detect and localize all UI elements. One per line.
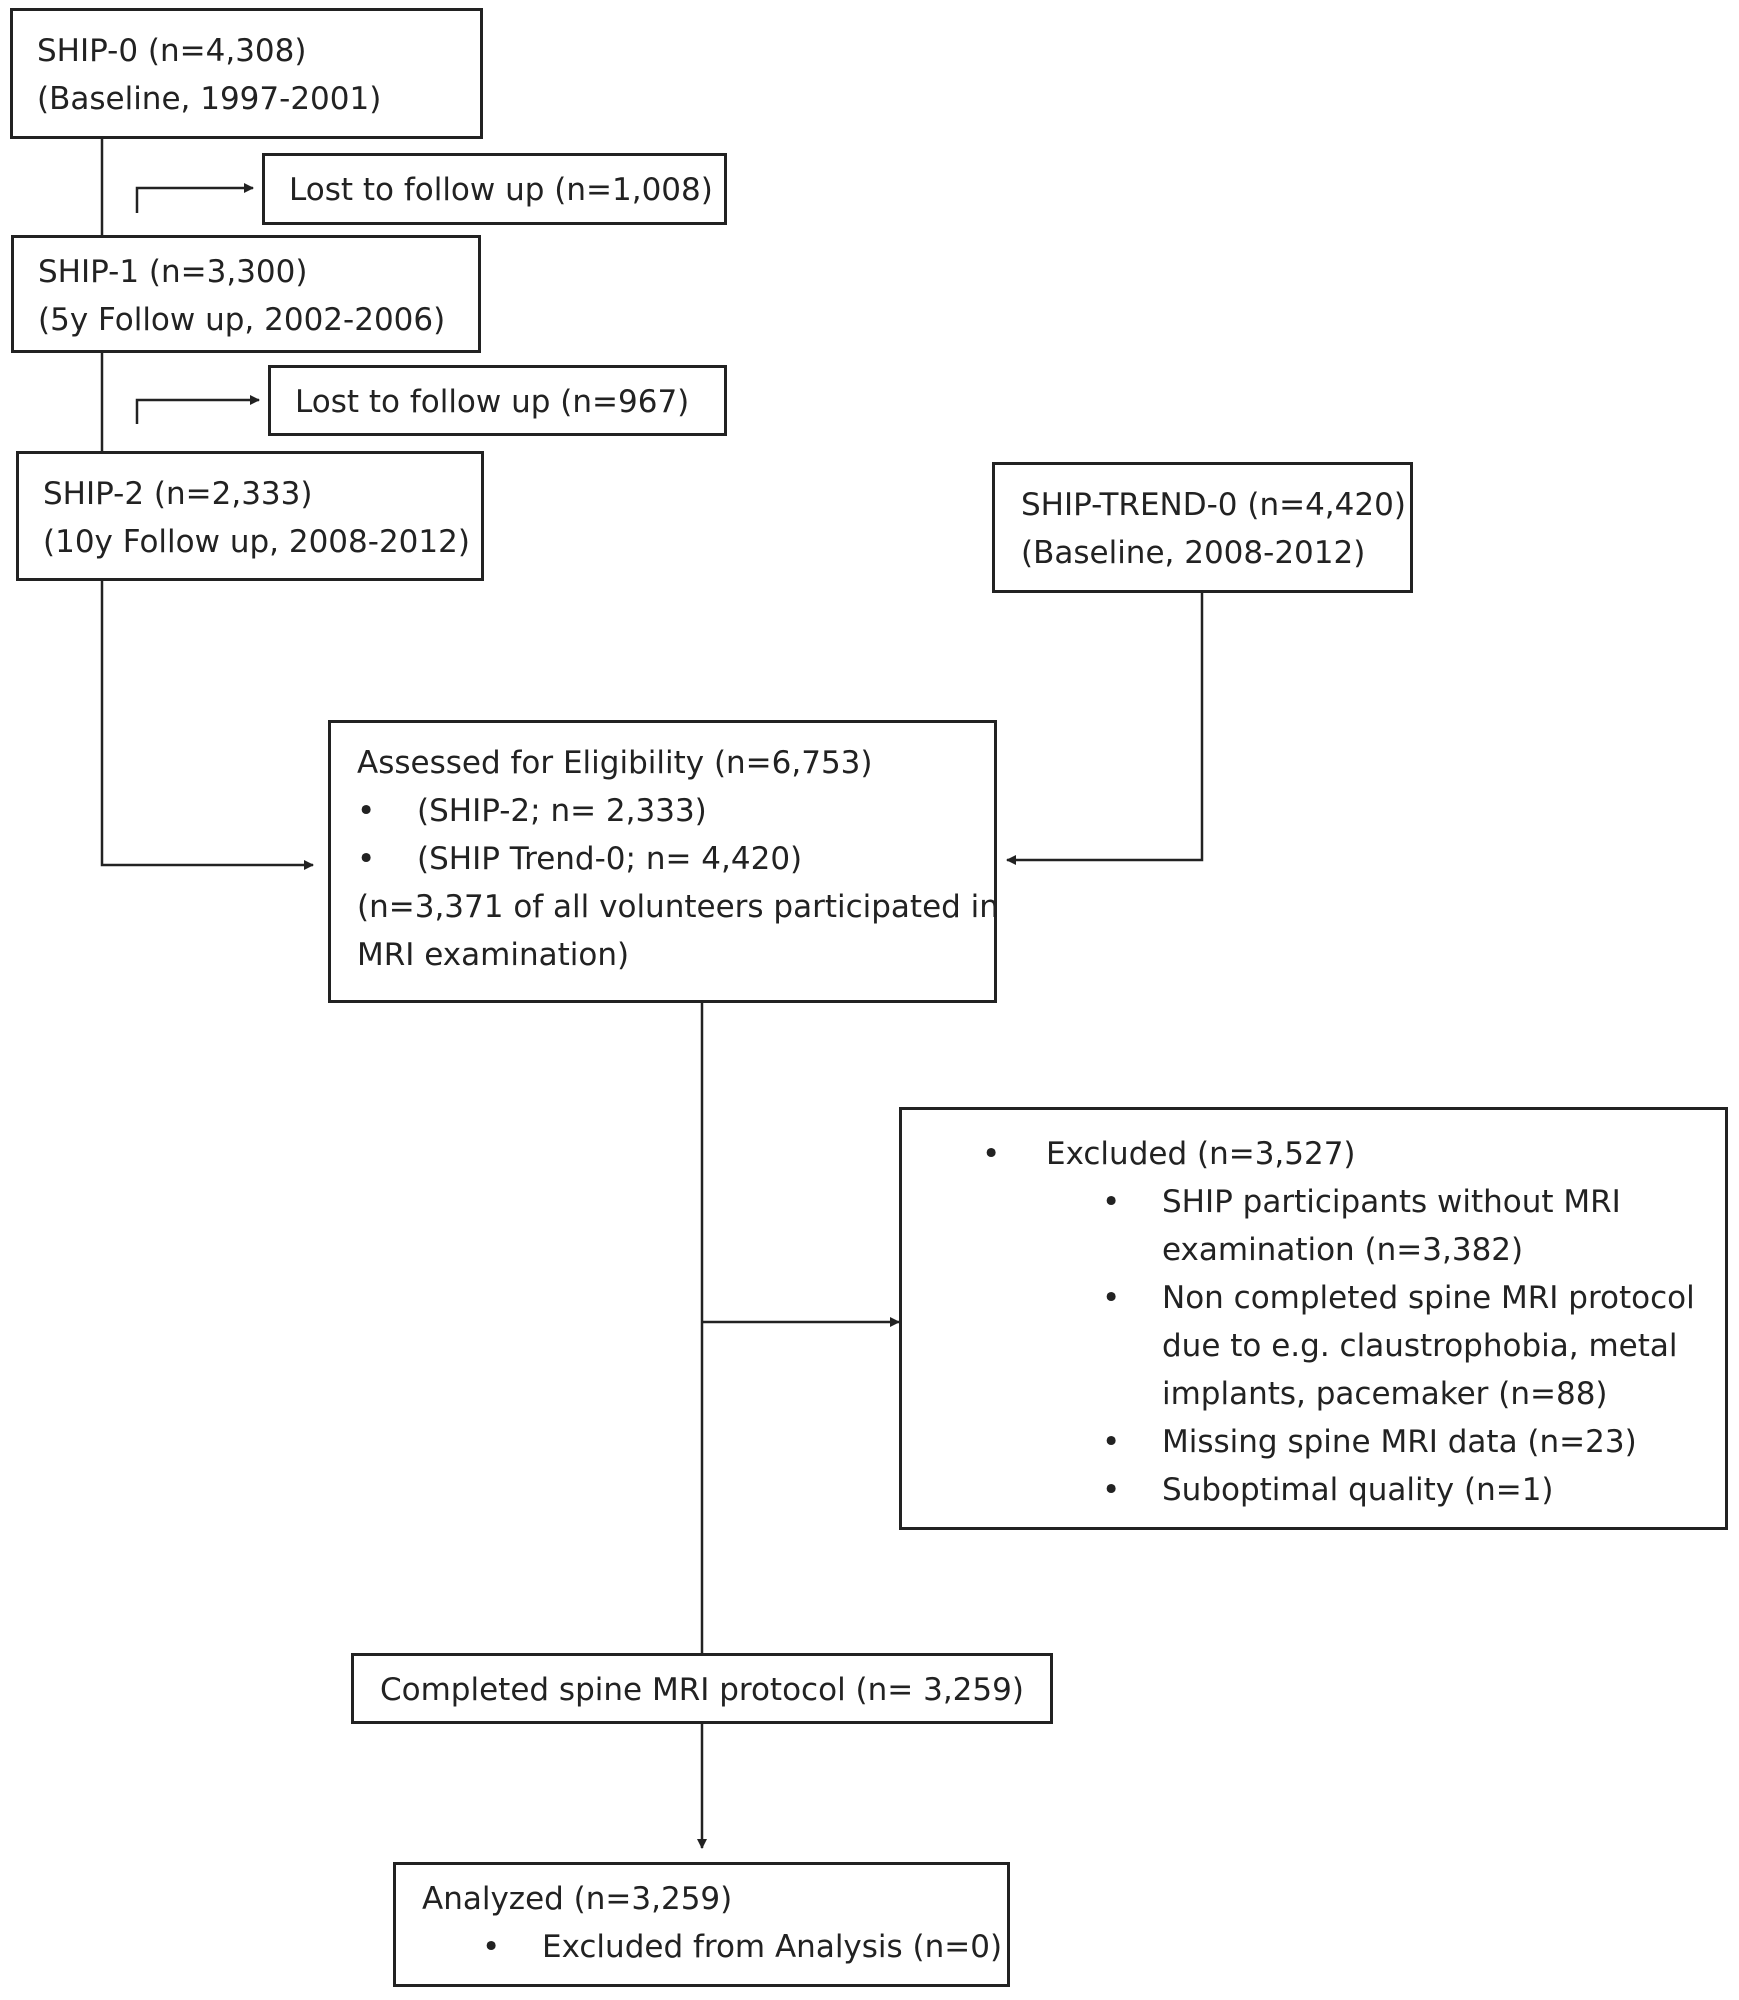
arrow-trend-to-eligibility	[1006, 593, 1204, 865]
eligibility-note-line2: MRI examination)	[357, 937, 630, 973]
ship2-subtitle: (10y Follow up, 2008-2012)	[43, 524, 470, 560]
bullet-icon: •	[982, 1136, 1001, 1172]
excluded-reasons-list: • SHIP participants without MRI examinat…	[982, 1178, 1725, 1514]
excluded-box: • Excluded (n=3,527) • SHIP participants…	[899, 1107, 1728, 1530]
arrow-to-lost1	[135, 183, 254, 213]
arrow-ship2-to-eligibility	[100, 581, 314, 870]
bullet-icon: •	[482, 1929, 501, 1965]
excluded-title-row: • Excluded (n=3,527)	[982, 1130, 1725, 1178]
analyzed-bullet-label: Excluded from Analysis (n=0)	[542, 1929, 1003, 1965]
lost-followup-1-label: Lost to follow up (n=1,008)	[289, 172, 713, 208]
arrow-to-lost2	[135, 395, 260, 424]
eligibility-bullet-ship2-label: (SHIP-2; n= 2,333)	[417, 793, 707, 829]
ship0-subtitle: (Baseline, 1997-2001)	[37, 81, 382, 117]
lost-followup-2-label: Lost to follow up (n=967)	[295, 384, 690, 420]
eligibility-title: Assessed for Eligibility (n=6,753)	[357, 745, 873, 781]
bullet-icon: •	[1102, 1184, 1121, 1220]
excluded-reason-no-mri-line1: SHIP participants without MRI	[1162, 1184, 1621, 1220]
ship-trend-box: SHIP-TREND-0 (n=4,420) (Baseline, 2008-2…	[992, 462, 1413, 593]
eligibility-box: Assessed for Eligibility (n=6,753) • (SH…	[328, 720, 999, 1003]
bullet-icon: •	[1102, 1280, 1121, 1316]
ship1-subtitle: (5y Follow up, 2002-2006)	[38, 302, 446, 338]
bullet-icon: •	[1102, 1424, 1121, 1460]
ship2-box: SHIP-2 (n=2,333) (10y Follow up, 2008-20…	[16, 451, 484, 581]
bullet-icon: •	[357, 841, 376, 877]
analyzed-bullet: • Excluded from Analysis (n=0)	[422, 1923, 1002, 1971]
analyzed-title: Analyzed (n=3,259)	[422, 1881, 733, 1917]
excluded-title: Excluded (n=3,527)	[1046, 1136, 1356, 1172]
excluded-reason-quality-label: Suboptimal quality (n=1)	[1162, 1472, 1554, 1508]
bullet-icon: •	[1102, 1472, 1121, 1508]
eligibility-bullet-ship2: • (SHIP-2; n= 2,333)	[357, 787, 968, 835]
ship0-title: SHIP-0 (n=4,308)	[37, 33, 307, 69]
excluded-reason-incomplete-line1: Non completed spine MRI protocol	[1162, 1280, 1695, 1316]
bullet-icon: •	[357, 793, 376, 829]
ship0-box: SHIP-0 (n=4,308) (Baseline, 1997-2001)	[10, 8, 483, 139]
lost-followup-box-2: Lost to follow up (n=967)	[268, 365, 727, 436]
excluded-reason-missing-data: • Missing spine MRI data (n=23)	[1102, 1418, 1725, 1466]
excluded-reason-no-mri-line2: examination (n=3,382)	[1162, 1232, 1524, 1268]
excluded-reason-no-mri: • SHIP participants without MRI examinat…	[1102, 1178, 1725, 1274]
excluded-reason-incomplete: • Non completed spine MRI protocol due t…	[1102, 1274, 1725, 1418]
ship1-box: SHIP-1 (n=3,300) (5y Follow up, 2002-200…	[11, 235, 481, 353]
eligibility-bullet-trend-label: (SHIP Trend-0; n= 4,420)	[417, 841, 803, 877]
excluded-reason-missing-data-label: Missing spine MRI data (n=23)	[1162, 1424, 1637, 1460]
analyzed-box: Analyzed (n=3,259) • Excluded from Analy…	[393, 1862, 1010, 1987]
eligibility-bullet-trend: • (SHIP Trend-0; n= 4,420)	[357, 835, 968, 883]
ship-trend-subtitle: (Baseline, 2008-2012)	[1021, 535, 1366, 571]
excluded-reason-incomplete-line2: due to e.g. claustrophobia, metal	[1162, 1328, 1678, 1364]
eligibility-note-line1: (n=3,371 of all volunteers participated …	[357, 889, 999, 925]
ship-trend-title: SHIP-TREND-0 (n=4,420)	[1021, 487, 1406, 523]
excluded-reason-quality: • Suboptimal quality (n=1)	[1102, 1466, 1725, 1514]
excluded-reason-incomplete-line3: implants, pacemaker (n=88)	[1162, 1376, 1608, 1412]
ship2-title: SHIP-2 (n=2,333)	[43, 476, 313, 512]
completed-label: Completed spine MRI protocol (n= 3,259)	[380, 1672, 1024, 1708]
ship1-title: SHIP-1 (n=3,300)	[38, 254, 308, 290]
lost-followup-box-1: Lost to follow up (n=1,008)	[262, 153, 727, 225]
completed-box: Completed spine MRI protocol (n= 3,259)	[351, 1653, 1053, 1724]
